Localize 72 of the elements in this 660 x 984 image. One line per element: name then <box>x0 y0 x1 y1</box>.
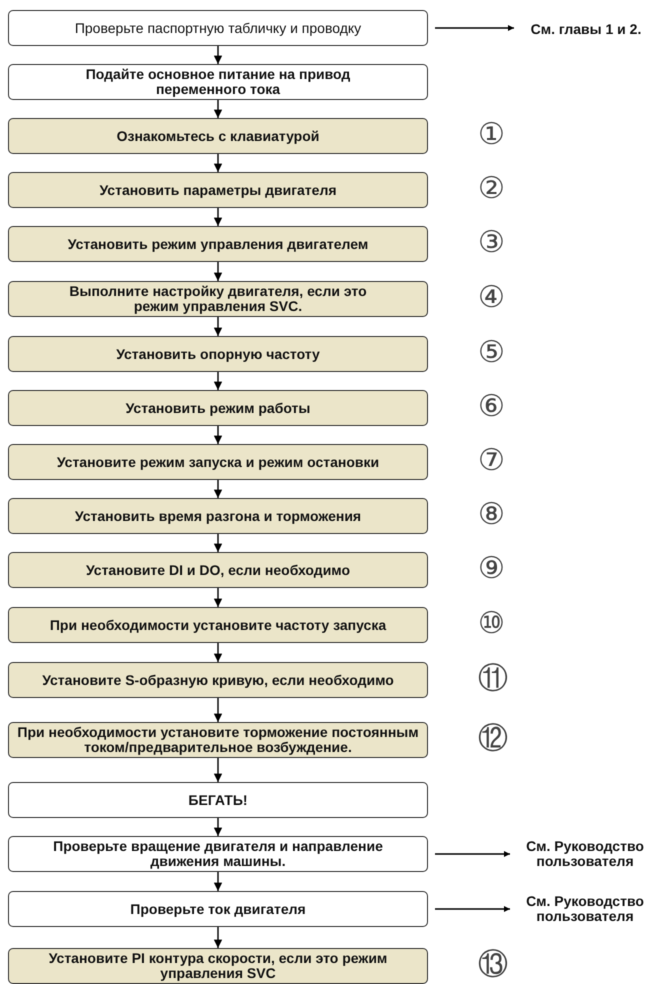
arrow <box>435 25 514 31</box>
step-text: Установить параметры двигателя <box>98 182 338 198</box>
step-text: Подайте основное питание на привод переменного тока <box>84 67 352 97</box>
step-number: ⑤ <box>478 336 505 370</box>
arrow <box>214 818 222 836</box>
step-text: Установить режим управления двигателем <box>66 236 370 252</box>
arrow <box>214 208 222 226</box>
note-text: См. Руководство пользователя <box>525 894 645 924</box>
process-box <box>8 172 428 208</box>
process-box <box>8 10 428 46</box>
step-number: ⑩ <box>478 607 505 641</box>
arrow <box>214 480 222 498</box>
step-text: Установить время разгона и торможения <box>74 508 362 524</box>
process-box <box>8 444 428 480</box>
step-number: ⑨ <box>478 552 505 586</box>
process-box <box>8 281 428 317</box>
step-text: Ознакомьтесь с клавиатурой <box>116 128 320 144</box>
arrow <box>435 851 510 857</box>
arrow <box>214 372 222 390</box>
arrow <box>214 534 222 552</box>
arrow <box>214 698 222 722</box>
arrow <box>435 906 510 912</box>
step-text: Проверьте ток двигателя <box>129 902 307 916</box>
step-number: ⑬ <box>478 948 508 982</box>
arrow <box>214 758 222 782</box>
process-box <box>8 64 428 100</box>
step-text: БЕГАТЬ! <box>187 792 249 808</box>
arrow <box>214 643 222 662</box>
process-box <box>8 118 428 154</box>
step-number: ⑥ <box>478 390 505 424</box>
process-box <box>8 390 428 426</box>
note-text: См. главы 1 и 2. <box>530 22 642 36</box>
arrow <box>214 46 222 64</box>
arrow <box>214 588 222 607</box>
process-box <box>8 226 428 262</box>
process-box <box>8 498 428 534</box>
arrow <box>214 872 222 891</box>
step-text: Проверьте паспортную табличку и проводку <box>74 20 362 36</box>
step-text: Установите DI и DO, если необходимо <box>84 562 352 578</box>
arrow <box>214 426 222 444</box>
process-box <box>8 336 428 372</box>
step-number: ② <box>478 172 505 206</box>
process-box <box>8 891 428 927</box>
arrow <box>214 262 222 281</box>
arrow <box>214 927 222 948</box>
step-text: Установите режим запуска и режим остановки <box>56 454 380 470</box>
arrow <box>214 100 222 118</box>
arrow <box>214 154 222 172</box>
step-text: Установить режим работы <box>124 400 312 416</box>
step-number: ⑦ <box>478 444 505 478</box>
step-number: ① <box>478 118 505 152</box>
step-text: Установить опорную частоту <box>115 346 321 362</box>
process-box <box>8 607 428 643</box>
process-box <box>8 948 428 984</box>
step-text: Установите PI контура скорости, если это режим управления SVC <box>48 951 388 981</box>
step-text: Установите S-образную кривую, если необходимо <box>41 672 395 688</box>
step-number: ③ <box>478 226 505 260</box>
step-text: При необходимости установите частоту запуска <box>48 618 388 632</box>
step-text: Проверьте вращение двигателя и направление движения машины. <box>52 839 384 869</box>
process-box <box>8 836 428 872</box>
step-number: ④ <box>478 281 505 315</box>
process-box <box>8 782 428 818</box>
step-text: При необходимости установите торможение постоянным током/предварительное возбуждение. <box>16 725 420 755</box>
process-box <box>8 722 428 758</box>
step-text: Выполните настройку двигателя, если это режим управления SVC. <box>68 284 368 314</box>
step-number: ⑫ <box>478 722 508 756</box>
arrow <box>214 317 222 336</box>
note-text: См. Руководство пользователя <box>525 839 645 869</box>
process-box <box>8 662 428 698</box>
step-number: ⑪ <box>478 662 508 696</box>
process-box <box>8 552 428 588</box>
step-number: ⑧ <box>478 498 505 532</box>
